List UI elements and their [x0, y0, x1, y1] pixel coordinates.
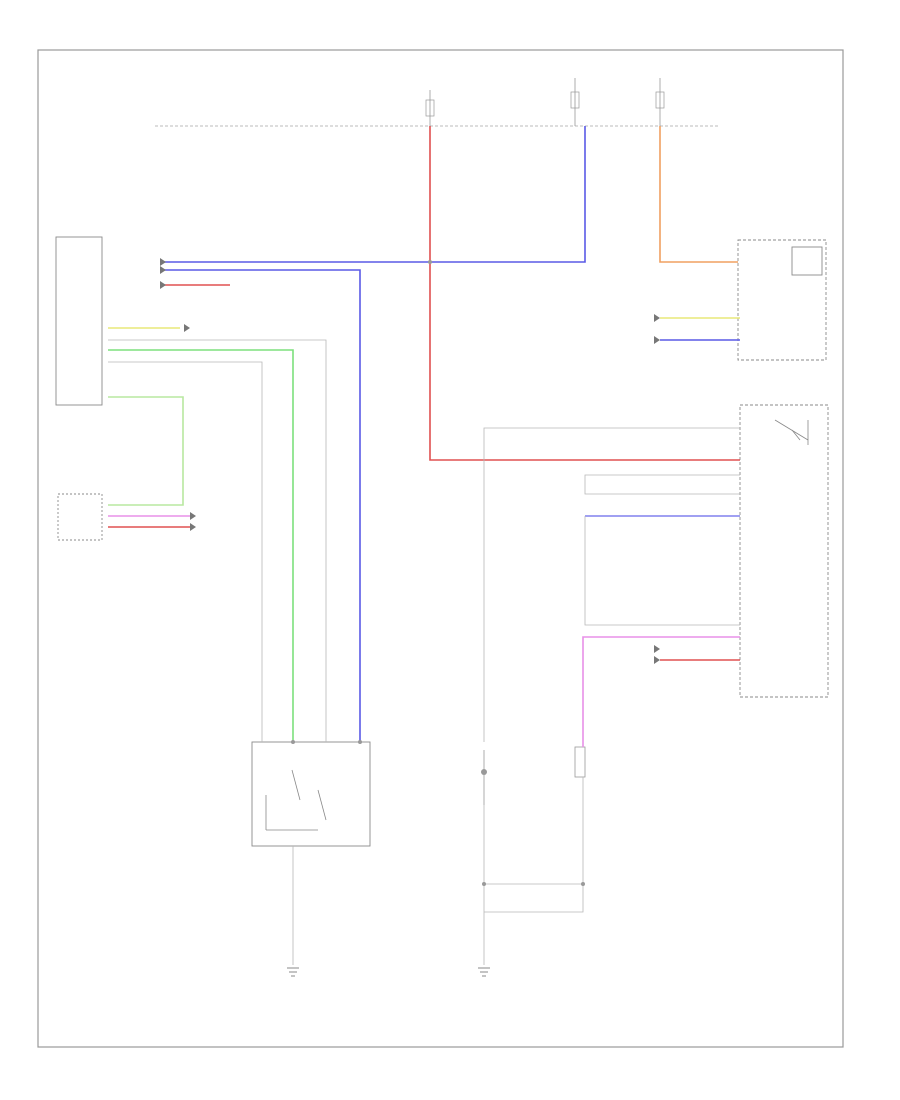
- ground-symbol-icon: [287, 967, 299, 977]
- blue-wire-front-switch: [160, 269, 361, 742]
- gray-wire-left-1: [108, 339, 327, 742]
- buckle-switch-2: [574, 746, 586, 778]
- green-wire-comb-switch: [108, 396, 184, 506]
- splice-dot-icon: [291, 740, 295, 744]
- gray-wire-ecu-return: [584, 516, 740, 626]
- fuse-2: [570, 78, 580, 126]
- fuse-1: [425, 90, 435, 126]
- relay-switch-icon: [774, 419, 809, 445]
- front-switch-box: [251, 741, 371, 847]
- combination-switch-box: [57, 493, 103, 541]
- ground-2: [478, 967, 490, 977]
- gray-wire-buckle-1: [483, 427, 740, 742]
- diagram-frame: [37, 49, 844, 1048]
- buckle-switch-1: [481, 750, 487, 805]
- red-wire-main: [429, 126, 740, 461]
- gray-wire-buckle-2-ground: [484, 777, 584, 913]
- passenger-unit-box: [55, 236, 103, 406]
- gray-wire-left-2: [108, 361, 263, 742]
- splice-dot-icon: [581, 882, 585, 886]
- ecu-box: [739, 404, 829, 698]
- pink-wire-buckle: [582, 636, 740, 747]
- connector-arrow-icon: [160, 258, 660, 664]
- blue-wire-main: [160, 126, 586, 263]
- front-switch-contacts-icon: [265, 769, 327, 831]
- splice-dot-icon: [482, 882, 486, 886]
- splice-dot-icon: [358, 740, 362, 744]
- orange-wire: [659, 126, 738, 263]
- fuse-3: [655, 78, 665, 126]
- combination-meter-box: [737, 239, 827, 361]
- meter-indicator-box: [791, 246, 823, 276]
- splice-dot-icon: [428, 260, 432, 264]
- ground-1: [287, 967, 299, 977]
- green-wire-front-switch: [108, 349, 294, 742]
- ground-symbol-icon: [478, 967, 490, 977]
- gray-wire-ecu-loop: [584, 474, 740, 495]
